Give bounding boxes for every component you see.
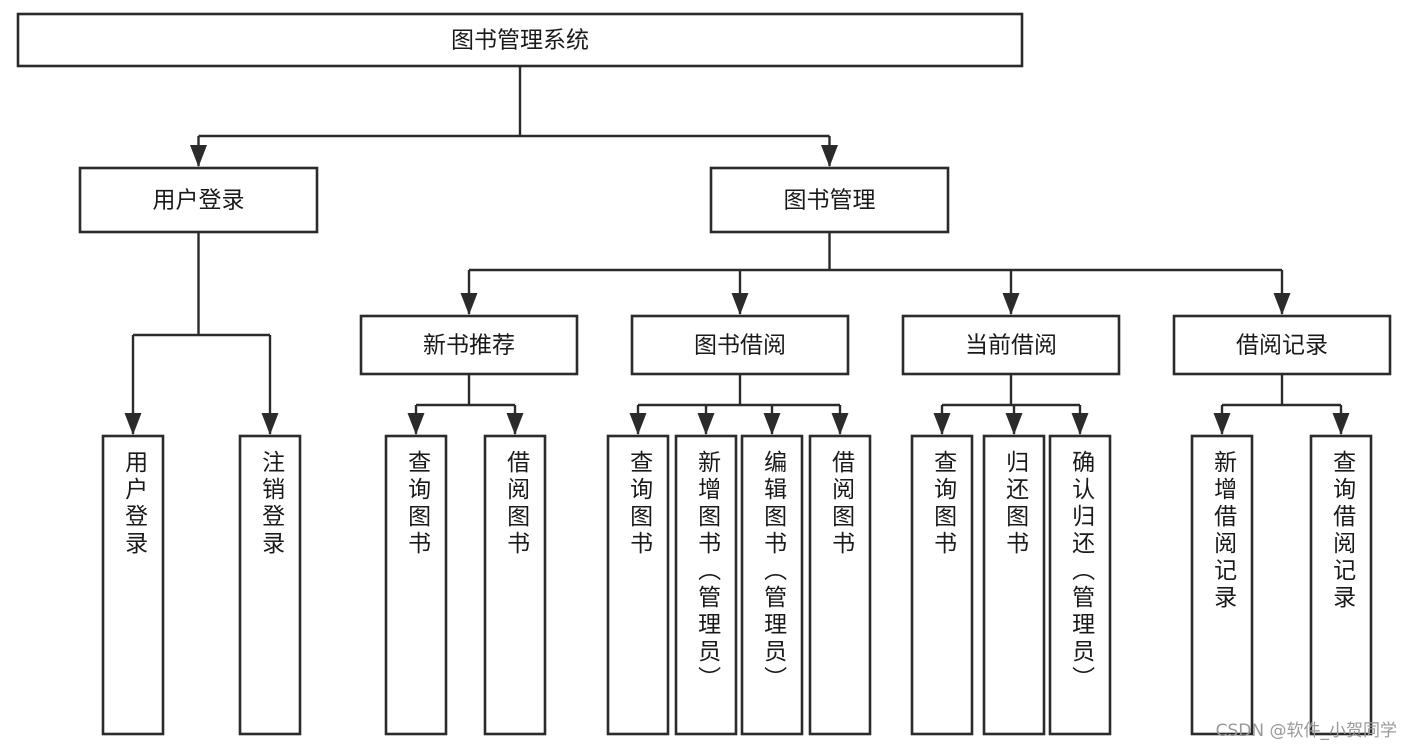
node-box-leaf-confirm-return-admin — [1048, 434, 1112, 736]
node-box-leaf-query-book-borrow — [606, 434, 670, 736]
node-box-leaf-user-logout — [238, 434, 302, 736]
arrow-head — [933, 413, 951, 435]
node-label-book-management: 图书管理 — [784, 188, 876, 214]
node-label-root: 图书管理系统 — [451, 28, 589, 54]
arrow-head — [1332, 413, 1350, 435]
node-label-user-login: 用户登录 — [153, 188, 245, 214]
connector-lines-group — [124, 66, 1350, 435]
node-label-book-borrow: 图书借阅 — [694, 333, 786, 359]
node-box-new-book-recommend — [359, 314, 579, 376]
arrow-head — [697, 413, 715, 435]
arrow-head — [763, 413, 781, 435]
node-box-book-borrow — [630, 314, 850, 376]
node-box-root — [16, 12, 1024, 68]
node-box-leaf-query-borrow-record — [1309, 434, 1373, 736]
arrow-head — [261, 413, 279, 435]
arrow-head — [731, 293, 749, 315]
node-box-leaf-edit-book-admin — [740, 434, 804, 736]
arrow-head — [1002, 293, 1020, 315]
arrow-head — [1273, 293, 1291, 315]
node-box-leaf-query-book-recommend — [384, 434, 448, 736]
node-boxes-group — [16, 12, 1392, 736]
arrow-head — [460, 293, 478, 315]
node-box-leaf-add-borrow-record — [1190, 434, 1254, 736]
arrow-head — [629, 413, 647, 435]
node-box-user-login — [78, 166, 319, 234]
node-box-book-management — [709, 166, 950, 234]
node-label-new-book-recommend: 新书推荐 — [423, 333, 515, 359]
node-box-leaf-user-login — [101, 434, 165, 736]
arrow-head — [831, 413, 849, 435]
arrow-head — [1213, 413, 1231, 435]
arrow-head — [506, 413, 524, 435]
node-label-current-borrow: 当前借阅 — [965, 333, 1057, 359]
node-box-leaf-borrow-book-recommend — [483, 434, 547, 736]
arrow-head — [124, 413, 142, 435]
node-box-leaf-borrow-book — [808, 434, 872, 736]
arrow-head — [1071, 413, 1089, 435]
node-label-borrow-record: 借阅记录 — [1236, 333, 1328, 359]
node-box-leaf-add-book-admin — [674, 434, 738, 736]
arrow-head — [1005, 413, 1023, 435]
node-box-leaf-return-book — [982, 434, 1046, 736]
node-box-borrow-record — [1172, 314, 1392, 376]
node-box-leaf-query-book-current — [910, 434, 974, 736]
arrow-head — [821, 145, 838, 167]
node-box-current-borrow — [901, 314, 1121, 376]
arrow-head — [190, 145, 207, 167]
arrow-head — [407, 413, 425, 435]
